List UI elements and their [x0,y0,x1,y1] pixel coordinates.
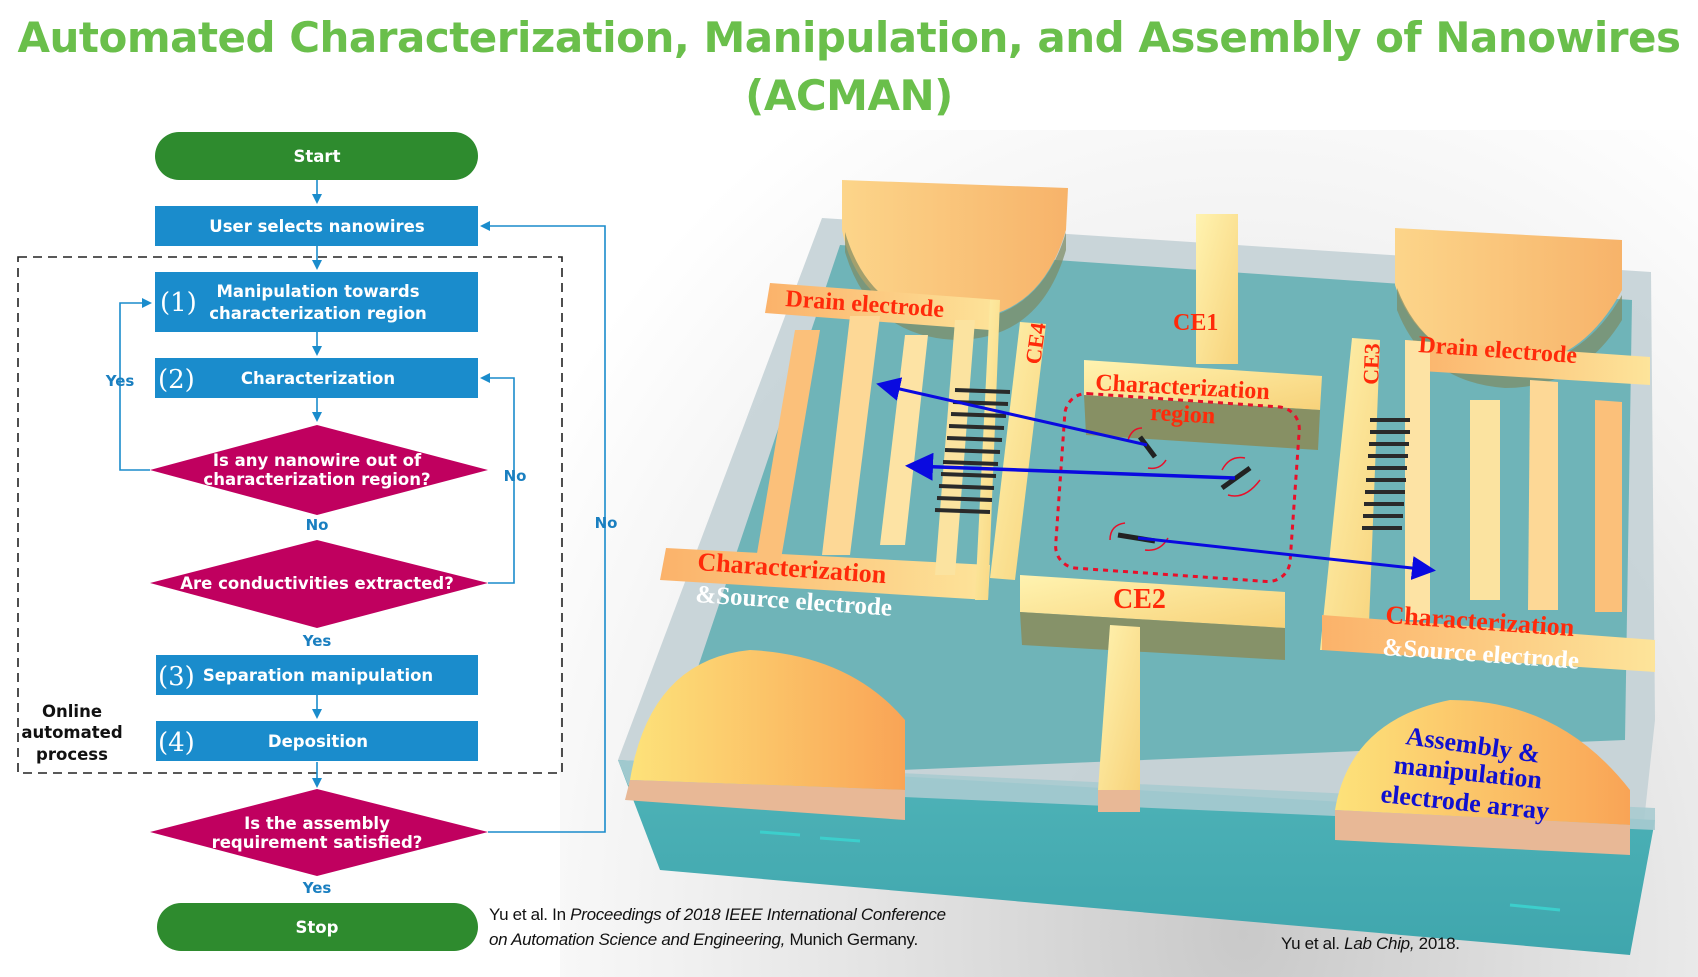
left-nanowire-array [934,388,1011,514]
edge-label-no-d2-loop: No [504,467,527,485]
citation-left-italic2: on Automation Science and Engineering, [489,930,786,949]
step-4-number: (4) [158,728,195,758]
decision-2-label: Are conductivities extracted? [180,574,454,593]
step-2-number: (2) [158,365,195,395]
step-1-box [155,272,478,332]
label-ce3: CE3 [1358,343,1384,385]
region-label-line1: Online [42,702,102,721]
edge-label-no-d3-loop: No [595,514,618,532]
right-finger-3 [1595,400,1622,612]
bottom-left-disc-electrode [630,650,905,790]
left-finger-2 [822,316,880,555]
citation-left-suffix: Munich Germany. [785,930,919,949]
step-1-label-line2: characterization region [209,304,427,323]
right-drain-electrode-bar [1405,340,1650,385]
ce2-bar [1020,575,1285,628]
label-ce2: CE2 [1113,584,1166,615]
stop-label: Stop [296,918,339,937]
citation-device: Yu et al. Lab Chip, 2018. [1281,931,1460,956]
label-characterization-region-2: region [1150,400,1216,429]
characterization-region-box [1054,392,1301,584]
decision-1-diamond [150,425,488,515]
ce3-electrode [1320,338,1380,650]
citation-right-italic: Lab Chip, [1344,934,1415,953]
decision-2-diamond [150,540,488,628]
ce1-bar [1084,360,1322,410]
region-nanowire-1 [1127,427,1167,470]
region-label-line3: process [36,745,108,764]
step-3-box [156,655,478,695]
left-drain-electrode-bar [765,283,1000,330]
decision-3-line2: requirement satisfied? [212,833,423,852]
stop-terminal [157,903,478,951]
decision-1-line1: Is any nanowire out of [213,451,422,470]
right-source-electrode-bar [1322,615,1655,672]
citation-left-prefix: Yu et al. In [489,905,571,924]
bottom-right-disc-electrode [1335,700,1630,825]
step-4-label: Deposition [268,732,368,751]
page-title-acronym: (ACMAN) [745,71,953,120]
edge-label-yes-d3: Yes [302,879,332,897]
right-frame-left [1405,340,1430,620]
step-4-box [156,721,478,761]
manipulation-arrow-2 [905,452,1236,481]
decision-3-diamond [150,789,488,876]
user-select-box [155,206,478,246]
step-1-label-line1: Manipulation towards [216,282,419,301]
manipulation-arrow-1 [876,377,1148,447]
region-nanowire-2 [1220,456,1261,497]
start-terminal [155,132,478,180]
left-source-electrode-bar [660,548,990,600]
citation-left-italic1: Proceedings of 2018 IEEE International C… [570,905,946,924]
step-3-number: (3) [158,662,195,692]
right-finger-2 [1528,380,1558,610]
label-ce4: CE4 [1020,321,1051,366]
citation-right-prefix: Yu et al. [1281,934,1345,953]
ce2-stem [1098,625,1140,790]
user-select-label: User selects nanowires [209,217,425,236]
manipulation-arrow-3 [1137,536,1436,580]
online-process-region [17,256,563,774]
connectors [119,180,606,833]
edge-label-no-d1: No [306,516,329,534]
substrate-mark [1509,903,1561,912]
left-finger-1 [755,330,820,565]
step-3-label: Separation manipulation [203,666,433,685]
edge-label-yes-d2: Yes [302,632,332,650]
substrate-mark [819,836,861,843]
left-finger-3 [880,335,928,545]
top-left-disc-electrode [842,180,1068,320]
ce4-electrode [990,322,1046,580]
region-label-line2: automated [21,723,122,742]
label-ce1: CE1 [1173,310,1218,336]
ce1-stem [1196,214,1238,364]
citation-flowchart: Yu et al. In Proceedings of 2018 IEEE In… [489,902,946,952]
decision-3-line1: Is the assembly [244,814,390,833]
step-2-label: Characterization [241,369,395,388]
right-nanowire-array [1362,418,1410,530]
step-2-box [155,358,478,398]
step-1-number: (1) [160,288,197,318]
page-title: Automated Characterization, Manipulation… [17,13,1681,62]
substrate-mark [759,830,801,837]
citation-right-suffix: 2018. [1414,934,1460,953]
start-label: Start [294,147,341,166]
decision-1-line2: characterization region? [203,470,430,489]
top-right-disc-electrode [1395,228,1622,367]
edge-label-yes-loop: Yes [105,372,135,390]
right-finger-1 [1470,400,1500,600]
